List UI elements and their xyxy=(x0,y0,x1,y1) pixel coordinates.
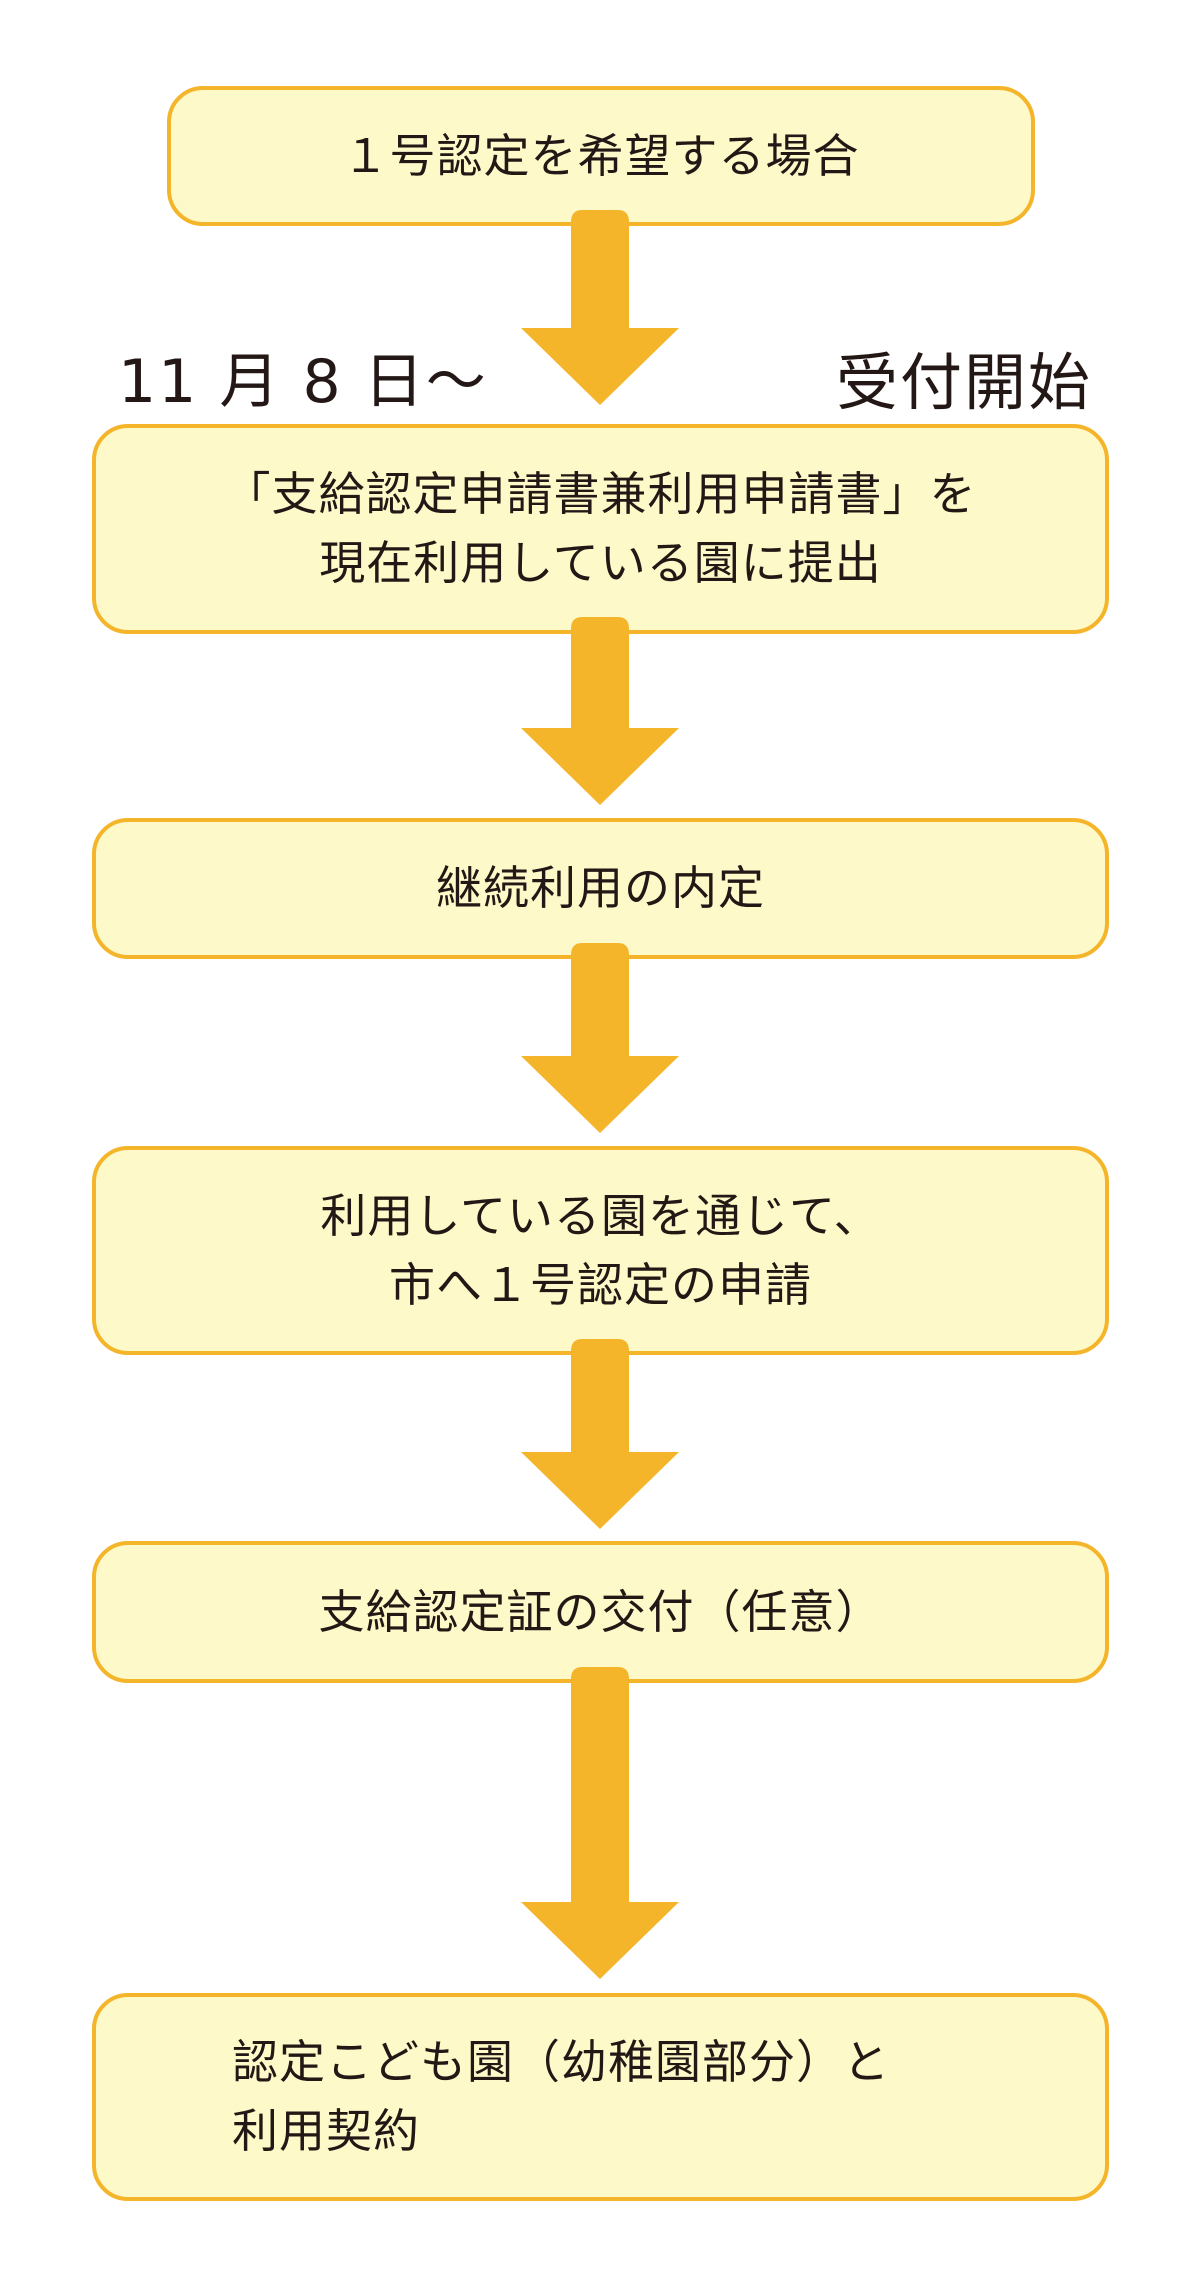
flow-step-4: 利用している園を通じて、 市へ１号認定の申請 xyxy=(92,1146,1109,1355)
flow-step-text: 市へ１号認定の申請 xyxy=(388,1257,812,1312)
down-arrow-icon xyxy=(521,1339,679,1529)
down-arrow-icon xyxy=(521,1667,679,1979)
flow-step-text: １号認定を希望する場合 xyxy=(342,128,860,183)
flow-step-5: 支給認定証の交付（任意） xyxy=(92,1541,1109,1683)
date-label: 11 月 8 日～ xyxy=(118,347,488,417)
flow-step-text: 現在利用している園に提出 xyxy=(319,536,882,590)
down-arrow-icon xyxy=(521,1339,679,1529)
flow-step-text: 支給認定証の交付（任意） xyxy=(318,1584,883,1639)
flow-step-3: 継続利用の内定 xyxy=(92,818,1109,959)
down-arrow-icon xyxy=(521,943,679,1133)
down-arrow-icon xyxy=(521,617,679,805)
flow-step-text: 利用契約 xyxy=(232,2104,420,2158)
down-arrow-icon xyxy=(521,943,679,1133)
flow-step-text: 「支給認定申請書兼利用申請書」を xyxy=(224,467,977,521)
start-label: 受付開始 xyxy=(836,346,1093,419)
flow-step-text: 認定こども園（幼稚園部分）と xyxy=(232,2035,890,2089)
flow-step-text: 利用している園を通じて、 xyxy=(320,1188,881,1243)
down-arrow-icon xyxy=(521,617,679,805)
down-arrow-icon xyxy=(521,1667,679,1979)
down-arrow-icon xyxy=(521,210,679,405)
flow-step-6: 認定こども園（幼稚園部分）と 利用契約 xyxy=(92,1993,1109,2201)
down-arrow-icon xyxy=(521,210,679,405)
flow-step-text: 継続利用の内定 xyxy=(436,861,765,915)
flow-step-1: １号認定を希望する場合 xyxy=(167,86,1035,226)
flow-step-2: 「支給認定申請書兼利用申請書」を 現在利用している園に提出 xyxy=(92,424,1109,634)
